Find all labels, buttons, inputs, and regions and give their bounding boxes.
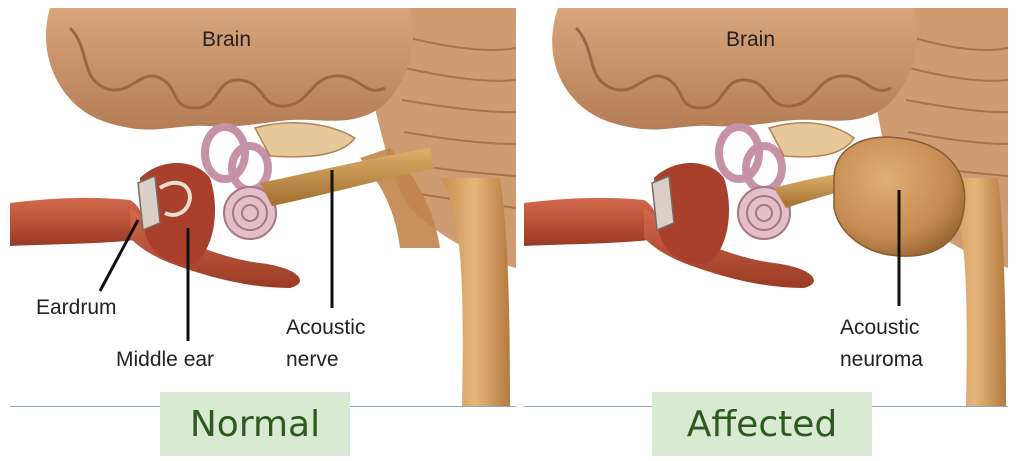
semicircular-canals [719,127,782,190]
affected-caption: Affected [652,392,872,456]
brain-shape [46,8,413,130]
brain-shape [552,8,917,130]
brain-label: Brain [726,28,775,52]
acoustic-neuroma-label-line2: neuroma [840,348,923,372]
affected-panel: Brain Acoustic neuroma [524,8,1008,407]
semicircular-canals [205,127,268,190]
affected-caption-text: Affected [687,404,838,445]
normal-caption-text: Normal [190,404,320,445]
ear-canal [524,198,657,246]
brain-label: Brain [202,28,251,52]
affected-ear-illustration [524,8,1008,406]
eardrum-label: Eardrum [36,296,117,320]
middle-ear-label: Middle ear [116,348,214,372]
acoustic-nerve-label-line1: Acoustic [286,316,365,340]
acoustic-neuroma-label-line1: Acoustic [840,316,919,340]
normal-caption: Normal [160,392,350,456]
acoustic-nerve-label-line2: nerve [286,348,339,372]
normal-panel: Brain Eardrum Middle ear Acoustic nerve [10,8,516,407]
normal-ear-illustration [10,8,516,406]
ear-canal [10,198,143,246]
